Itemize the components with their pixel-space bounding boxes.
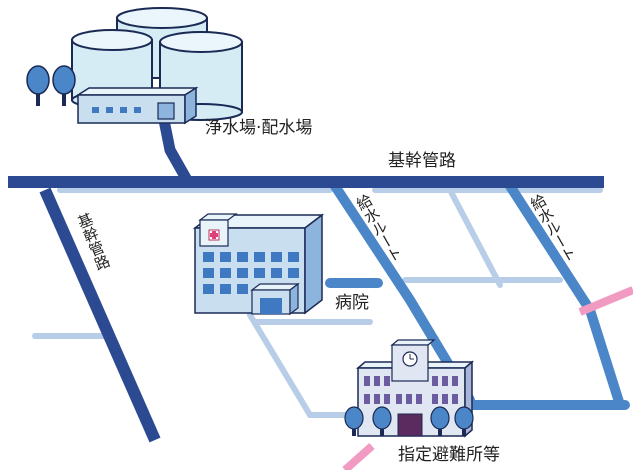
tree (372, 406, 392, 436)
tree (52, 65, 76, 106)
main-pipes (8, 113, 604, 443)
emergency-link (342, 443, 375, 470)
shelter-windows (364, 376, 458, 404)
tree (344, 406, 364, 436)
shelter-label: 指定避難所等 (398, 445, 500, 465)
tree (26, 65, 50, 106)
minor-pipe (247, 312, 313, 418)
supply-route-2-line (505, 181, 625, 410)
shelter-building (344, 339, 475, 438)
hospital-building (192, 213, 325, 316)
plant-feed-pipe (157, 113, 192, 183)
minor-pipes (32, 187, 603, 418)
minor-pipe (447, 187, 503, 288)
main-pipe-horizontal-label: 基幹管路 (388, 151, 456, 171)
hospital-windows (203, 252, 299, 294)
emergency-links (342, 286, 633, 470)
tank (159, 31, 243, 121)
water-plant (26, 7, 243, 125)
pump-building (75, 86, 199, 125)
emergency-link (578, 286, 633, 316)
tree (454, 406, 474, 436)
main-pipe-diagonal (39, 187, 161, 443)
hospital-label: 病院 (335, 293, 369, 313)
water-plant-label: 浄水場·配水場 (205, 118, 313, 138)
tree (430, 406, 450, 436)
